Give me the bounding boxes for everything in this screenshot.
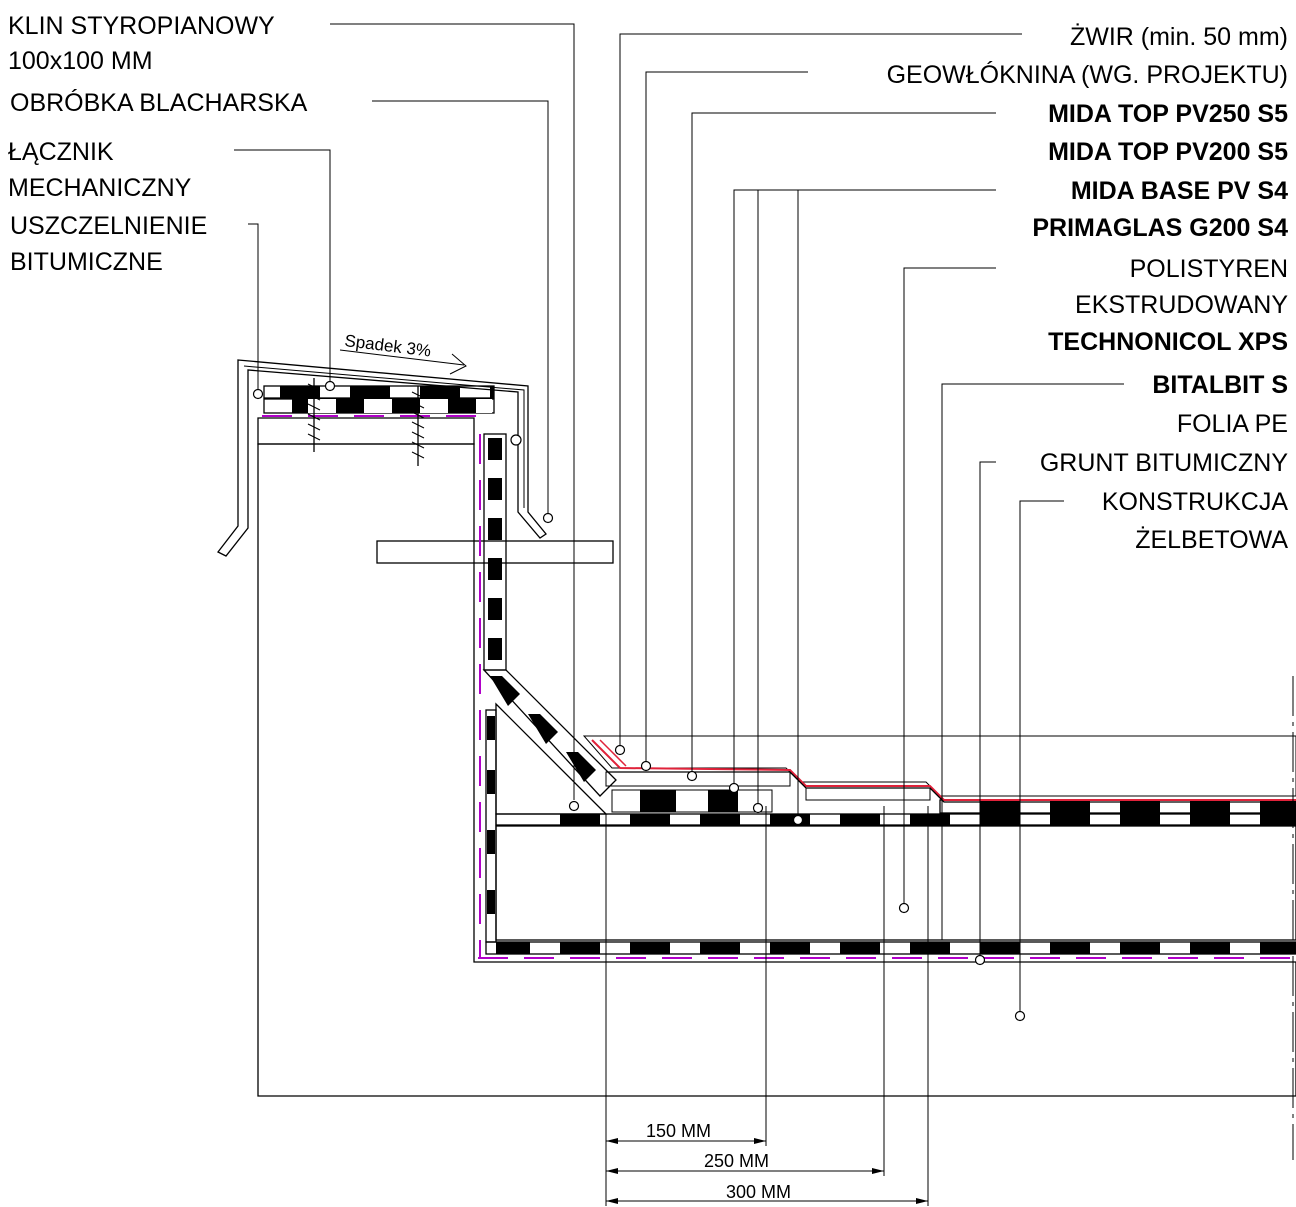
label-polistyren-2: EKSTRUDOWANY — [1075, 291, 1288, 319]
label-zwir: ŻWIR (min. 50 mm) — [1070, 22, 1288, 51]
label-mida-base: MIDA BASE PV S4 — [1071, 177, 1288, 205]
label-konstrukcja-1: KONSTRUKCJA — [1102, 488, 1288, 516]
dimension-150: 150 MM — [646, 1121, 711, 1141]
concrete-structure — [257, 417, 1296, 1097]
label-folia: FOLIA PE — [1177, 410, 1288, 438]
gravel-layer — [582, 735, 1296, 801]
label-mida-top-200: MIDA TOP PV200 S5 — [1048, 138, 1288, 166]
label-uszczelnienie-2: BITUMICZNE — [10, 248, 163, 276]
parapet-membrane — [376, 433, 617, 958]
dimension-300: 300 MM — [726, 1182, 791, 1202]
label-polistyren-1: POLISTYREN — [1130, 255, 1288, 283]
right-labels: ŻWIR (min. 50 mm) GEOWŁÓKNINA (WG. PROJE… — [887, 22, 1289, 554]
foam-wedge — [495, 702, 608, 815]
xps-insulation — [495, 825, 1296, 941]
metal-flashing — [217, 359, 547, 557]
label-bitalbit: BITALBIT S — [1152, 371, 1288, 399]
label-lacznik-2: MECHANICZNY — [8, 174, 192, 202]
dimension-lines: 150 MM 250 MM 300 MM — [605, 806, 929, 1206]
label-mida-top-250: MIDA TOP PV250 S5 — [1048, 100, 1288, 128]
label-obrobka: OBRÓBKA BLACHARSKA — [10, 88, 308, 117]
label-geowloknina: GEOWŁÓKNINA (WG. PROJEKTU) — [887, 60, 1288, 89]
label-technonicol: TECHNONICOL XPS — [1048, 328, 1288, 356]
label-uszczelnienie-1: USZCZELNIENIE — [10, 212, 207, 240]
label-klin-1: KLIN STYROPIANOWY — [8, 12, 275, 40]
label-klin-2: 100x100 MM — [8, 47, 153, 75]
label-grunt: GRUNT BITUMICZNY — [1040, 449, 1288, 477]
dimension-250: 250 MM — [704, 1151, 769, 1171]
slope-indicator: Spadek 3% — [339, 331, 467, 375]
left-labels: KLIN STYROPIANOWY 100x100 MM OBRÓBKA BLA… — [8, 12, 308, 276]
label-konstrukcja-2: ŻELBETOWA — [1135, 525, 1288, 554]
label-primaglas: PRIMAGLAS G200 S4 — [1032, 214, 1288, 242]
leader-lines — [234, 23, 1124, 1016]
label-lacznik-1: ŁĄCZNIK — [8, 138, 114, 166]
bottom-membrane-layer — [478, 941, 1296, 959]
parapet-top-layers — [262, 385, 495, 417]
mechanical-fasteners — [307, 378, 425, 466]
leader-dots — [252, 380, 1026, 1022]
roof-membranes-stepped — [605, 771, 1296, 813]
